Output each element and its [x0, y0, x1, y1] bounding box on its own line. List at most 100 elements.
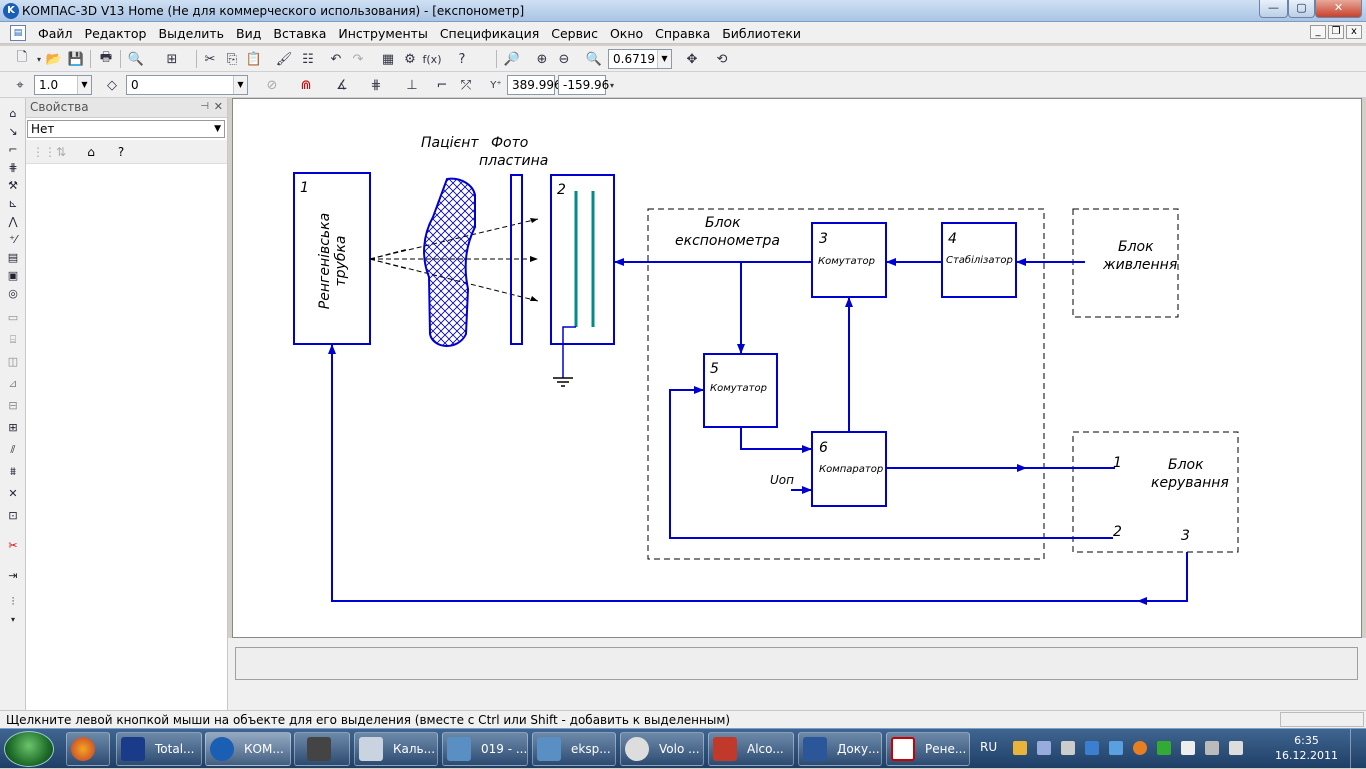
pan-icon[interactable]: ✥: [686, 51, 698, 67]
close-icon[interactable]: ✕: [213, 100, 223, 113]
chevron-down-icon[interactable]: ▾: [609, 80, 614, 90]
task-image-eksp[interactable]: eksp...: [532, 732, 616, 766]
tray-icon[interactable]: [1013, 741, 1027, 755]
measure-icon[interactable]: ⊾: [8, 197, 18, 210]
print-preview-icon[interactable]: 🔍: [127, 51, 145, 67]
cut-icon[interactable]: ✂: [204, 51, 216, 67]
help-pointer-icon[interactable]: ?: [458, 51, 466, 67]
home-icon[interactable]: ⌂: [87, 145, 95, 159]
manager-icon[interactable]: ▦: [381, 51, 395, 67]
object-select[interactable]: Нет▼: [27, 120, 225, 138]
zoom-window-icon[interactable]: 🔎: [503, 51, 521, 67]
new-file-icon[interactable]: 🗋: [16, 50, 28, 65]
mdi-minimize-button[interactable]: _: [1310, 25, 1326, 39]
task-pdf[interactable]: Ренe...: [886, 732, 970, 766]
save-icon[interactable]: 💾: [67, 51, 85, 67]
layer-field[interactable]: 0▼: [126, 75, 248, 95]
layer-icon[interactable]: ◇: [107, 77, 117, 93]
menu-select[interactable]: Выделить: [158, 25, 225, 41]
select-icon[interactable]: ⋀: [8, 215, 18, 228]
task-word[interactable]: Доку...: [798, 732, 882, 766]
zoom-out-icon[interactable]: ⊖: [558, 51, 570, 67]
help-icon[interactable]: ?: [117, 145, 125, 159]
menu-tools[interactable]: Инструменты: [338, 25, 428, 41]
copy-icon[interactable]: ⎘: [226, 51, 238, 67]
editing-icon[interactable]: ⋕: [8, 161, 18, 174]
task-monitor[interactable]: [294, 732, 350, 766]
document-icon[interactable]: ▤: [10, 25, 26, 41]
function-icon[interactable]: f(x): [422, 52, 442, 66]
open-folder-icon[interactable]: 📂: [45, 51, 63, 67]
tray-icon[interactable]: [1133, 741, 1147, 755]
ortho-icon[interactable]: ∡: [336, 77, 348, 93]
tool-icon[interactable]: ⩩: [10, 465, 16, 478]
menu-service[interactable]: Сервис: [551, 25, 598, 41]
task-volo[interactable]: Volo ...: [620, 732, 704, 766]
coord-y-field[interactable]: -159.96: [558, 75, 609, 95]
menu-insert[interactable]: Вставка: [273, 25, 327, 41]
close-button[interactable]: ✕: [1315, 0, 1362, 18]
zoom-icon[interactable]: 🔍: [585, 51, 603, 67]
properties-icon[interactable]: ⊞: [166, 51, 178, 67]
tray-icon[interactable]: [1157, 741, 1171, 755]
minimize-button[interactable]: —: [1259, 0, 1288, 18]
insert-icon[interactable]: ▣: [7, 269, 19, 282]
variables-icon[interactable]: ⚙: [404, 51, 416, 67]
task-kompas[interactable]: КОМ...: [205, 732, 291, 766]
mdi-close-button[interactable]: x: [1346, 25, 1362, 39]
tool-icon[interactable]: ⊡: [8, 509, 18, 522]
table-icon[interactable]: ☷: [302, 51, 314, 67]
chevron-down-icon[interactable]: ▾: [36, 54, 41, 64]
format-brush-icon[interactable]: 🖌: [275, 51, 293, 67]
zoom-field[interactable]: 0.6719▼: [608, 49, 672, 69]
action-center-icon[interactable]: [1181, 741, 1195, 755]
tray-icon[interactable]: [1085, 741, 1099, 755]
parametrization-icon[interactable]: ⚒: [8, 179, 18, 192]
drawing-canvas[interactable]: 1 Ренгенівська трубка Пацієнт Фото пласт…: [232, 98, 1362, 638]
coord-x-field[interactable]: 389.996: [507, 75, 562, 95]
snap-icon[interactable]: ⤱: [460, 77, 472, 93]
view-icon[interactable]: ◎: [8, 287, 18, 300]
tray-icon[interactable]: [1037, 741, 1051, 755]
maximize-button[interactable]: ▢: [1288, 0, 1315, 18]
redo-icon[interactable]: ↷: [352, 51, 364, 67]
menu-specification[interactable]: Спецификация: [439, 25, 540, 41]
kompas-app-icon[interactable]: K: [3, 3, 19, 19]
undo-icon[interactable]: ↶: [330, 51, 342, 67]
mdi-restore-button[interactable]: ❐: [1328, 25, 1344, 39]
geometry-icon[interactable]: ⌂: [9, 107, 17, 120]
language-indicator[interactable]: RU: [980, 740, 998, 754]
refresh-icon[interactable]: ⟲: [716, 51, 728, 67]
local-cs-icon[interactable]: ⌖: [16, 77, 24, 93]
magnet-icon[interactable]: ⋒: [300, 77, 312, 93]
pin-icon[interactable]: ⊣: [200, 101, 209, 112]
notation-icon[interactable]: ⌐: [8, 143, 18, 156]
print-icon[interactable]: 🖶: [99, 50, 113, 65]
firefox-task[interactable]: [66, 732, 110, 766]
tool-icon[interactable]: ⊞: [8, 421, 18, 434]
menu-edit[interactable]: Редактор: [84, 25, 147, 41]
bluetooth-icon[interactable]: [1109, 741, 1123, 755]
task-image-019[interactable]: 019 - ...: [442, 732, 528, 766]
tool-icon[interactable]: ⊟: [8, 399, 18, 412]
task-total[interactable]: Total...: [116, 732, 202, 766]
sort-icon[interactable]: ⇅: [55, 145, 67, 159]
axes-icon[interactable]: ⊥: [406, 77, 418, 93]
menu-file[interactable]: Файл: [38, 25, 73, 41]
paste-icon[interactable]: 📋: [245, 51, 263, 67]
task-calculator[interactable]: Каль...: [354, 732, 438, 766]
menu-help[interactable]: Справка: [655, 25, 711, 41]
reports-icon[interactable]: ▤: [7, 251, 19, 264]
task-alcohol[interactable]: Alco...: [708, 732, 794, 766]
clock[interactable]: 6:35 16.12.2011: [1275, 733, 1338, 763]
show-desktop-button[interactable]: [1350, 729, 1366, 769]
zoom-in-icon[interactable]: ⊕: [536, 51, 548, 67]
volume-icon[interactable]: [1229, 741, 1243, 755]
menu-libraries[interactable]: Библиотеки: [722, 25, 802, 41]
tool-icon[interactable]: ⫽: [10, 443, 16, 456]
spec-icon[interactable]: ⁺⁄: [9, 233, 17, 246]
start-button[interactable]: [4, 731, 54, 767]
menu-window[interactable]: Окно: [609, 25, 644, 41]
categories-icon[interactable]: ⋮⋮: [32, 145, 56, 159]
tool-icon[interactable]: ✕: [8, 487, 18, 500]
